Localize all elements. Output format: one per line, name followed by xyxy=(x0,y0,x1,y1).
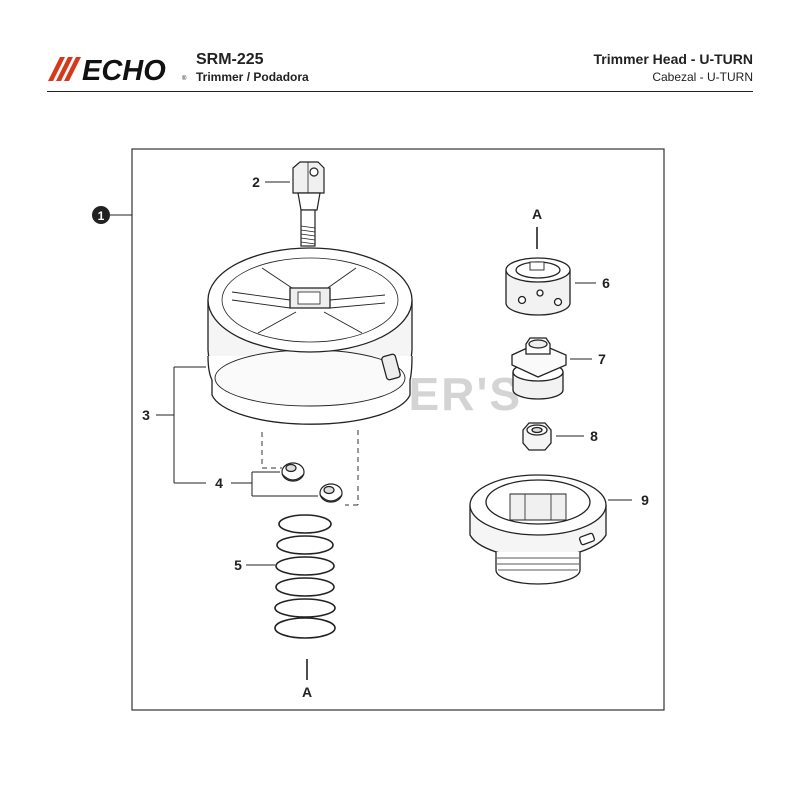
connector-a-bottom[interactable]: A xyxy=(302,684,312,700)
part-label-7[interactable]: 7 xyxy=(598,351,606,367)
part-7-collar-nut[interactable] xyxy=(511,337,567,400)
part-6-adapter[interactable] xyxy=(505,257,571,316)
part-label-8[interactable]: 8 xyxy=(590,428,598,444)
part-label-9[interactable]: 9 xyxy=(641,492,649,508)
header-rule xyxy=(47,91,753,92)
model-number: SRM-225 xyxy=(196,51,264,68)
svg-text:®: ® xyxy=(182,75,187,82)
part-9-cover[interactable] xyxy=(469,474,607,585)
part-2-bolt[interactable] xyxy=(292,161,325,247)
part-label-6[interactable]: 6 xyxy=(602,275,610,291)
logo-text: ECHO xyxy=(82,55,166,83)
part-label-5[interactable]: 5 xyxy=(234,557,242,573)
assembly-guide-lines xyxy=(261,430,359,506)
assembly-callout-1[interactable]: 1 xyxy=(92,206,132,224)
part-5-spring[interactable] xyxy=(274,514,336,639)
section-title: Trimmer Head - U-TURN xyxy=(593,51,753,67)
model-subtitle: Trimmer / Podadora xyxy=(196,70,309,84)
part-8-nut[interactable] xyxy=(522,422,552,451)
part-label-4[interactable]: 4 xyxy=(215,475,223,491)
part-3-housing[interactable] xyxy=(207,247,413,425)
part-4-eyelets[interactable] xyxy=(281,462,343,503)
section-subtitle: Cabezal - U-TURN xyxy=(652,70,753,84)
connector-a-top[interactable]: A xyxy=(532,206,542,222)
diagram-frame xyxy=(131,148,665,711)
echo-logo: ECHO ® xyxy=(48,55,187,83)
part-label-3[interactable]: 3 xyxy=(142,407,150,423)
part-label-2[interactable]: 2 xyxy=(252,174,260,190)
assembly-callout-label: 1 xyxy=(98,209,105,223)
